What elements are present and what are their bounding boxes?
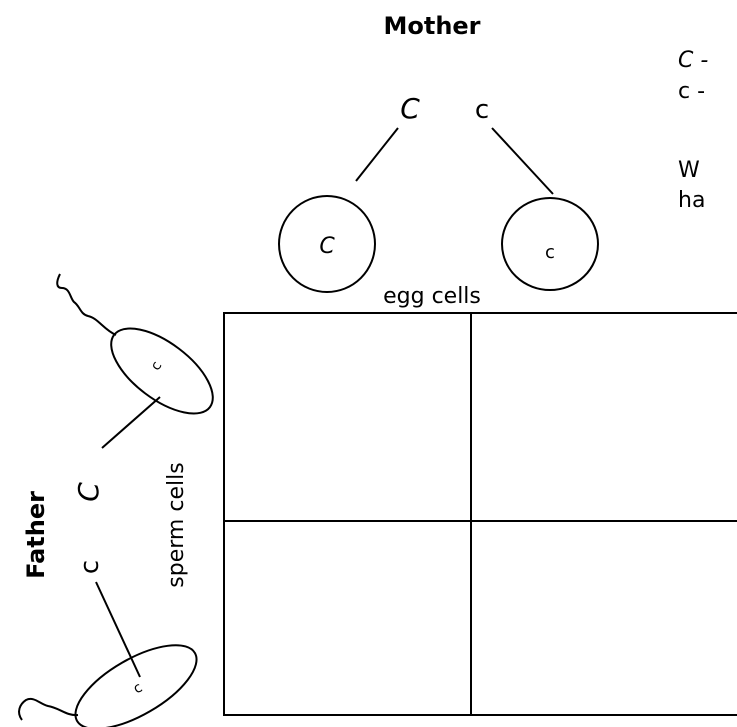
- egg-cell-left: [278, 195, 376, 293]
- father-line-bottom: [95, 581, 141, 678]
- egg-cell-left-allele: C: [319, 234, 335, 259]
- mother-allele-dominant: C: [400, 92, 420, 125]
- legend-line-2: c -: [678, 79, 705, 104]
- sperm-top-tail: [56, 273, 117, 336]
- sperm-bottom-tail: [18, 697, 79, 721]
- sperm-cells-label: sperm cells: [164, 462, 189, 587]
- mother-line-right: [491, 127, 554, 195]
- legend-line-3: W: [678, 158, 700, 183]
- egg-cell-right: [501, 197, 599, 291]
- sperm-cell-bottom: c: [18, 644, 198, 727]
- father-line-top: [101, 396, 161, 449]
- egg-cells-label: egg cells: [383, 284, 481, 309]
- sperm-top-allele: c: [148, 359, 166, 374]
- sperm-bottom-allele: c: [131, 680, 146, 698]
- punnett-square-border: [223, 312, 737, 716]
- sperm-bottom-head: [74, 644, 198, 727]
- egg-cell-right-allele: c: [545, 242, 555, 263]
- father-title: Father: [22, 491, 50, 579]
- mother-line-left: [355, 127, 399, 182]
- father-allele-recessive: c: [75, 560, 105, 574]
- mother-allele-recessive: c: [475, 95, 489, 125]
- father-allele-dominant: C: [72, 482, 105, 502]
- sperm-cell-top: c: [56, 273, 214, 415]
- legend-line-4: ha: [678, 188, 705, 213]
- legend-line-1: C -: [678, 48, 708, 73]
- mother-title: Mother: [383, 12, 480, 40]
